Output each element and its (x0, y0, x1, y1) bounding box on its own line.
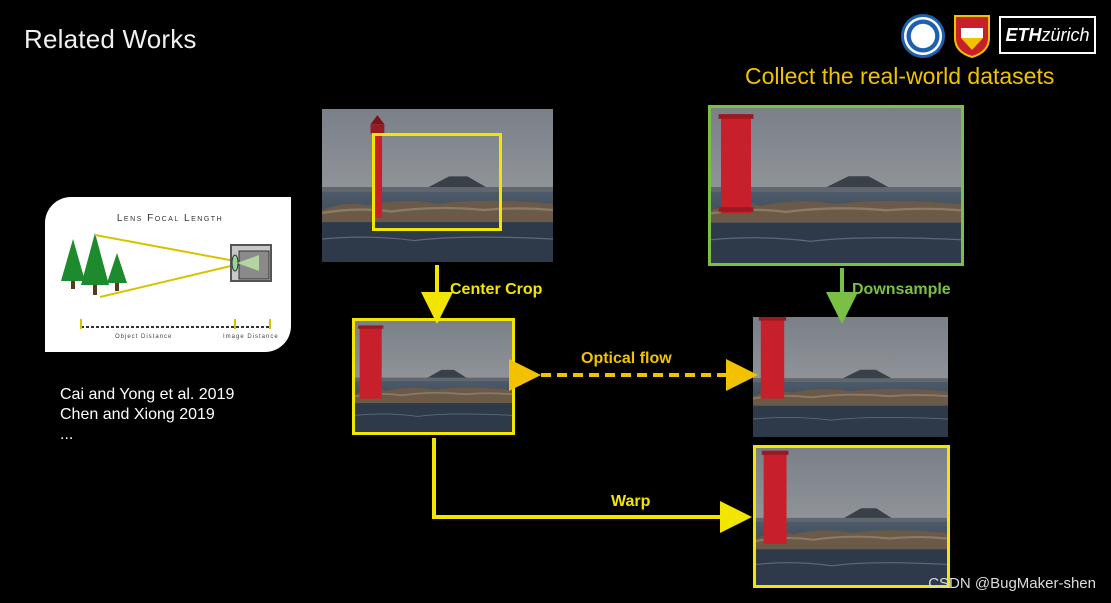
original-image (322, 109, 553, 262)
image-distance-label: Image Distance (223, 334, 279, 340)
watermark: CSDN @BugMaker-shen (928, 575, 1096, 592)
lens-focal-length-diagram: Lens Focal Length Object Distance Image … (45, 197, 291, 352)
warp-label: Warp (611, 493, 651, 510)
warp-arrow (432, 438, 752, 533)
university-seal-logo (901, 14, 945, 58)
downsampled-image (753, 317, 948, 437)
crop-region-box (372, 133, 502, 231)
high-resolution-image (708, 105, 964, 266)
lens-diagram-illustration (61, 233, 272, 329)
eth-logo-italic: zürich (1041, 24, 1090, 45)
optical-flow-label: Optical flow (581, 350, 672, 367)
center-crop-label: Center Crop (450, 281, 543, 298)
reference-ellipsis: ... (60, 426, 74, 443)
lens-diagram-title: Lens Focal Length (116, 213, 224, 224)
reference-item: Chen and Xiong 2019 (60, 406, 215, 423)
reference-item: Cai and Yong et al. 2019 (60, 386, 235, 403)
slide-title: Related Works (24, 24, 197, 54)
downsample-label: Downsample (852, 281, 951, 298)
slide-subtitle: Collect the real-world datasets (745, 63, 1055, 89)
eth-logo-bold: ETH (1005, 24, 1042, 45)
university-shield-logo (953, 14, 991, 59)
reference-list: Cai and Yong et al. 2019 Chen and Xiong … (60, 385, 234, 445)
warped-image (753, 445, 950, 588)
object-distance-label: Object Distance (115, 334, 173, 340)
